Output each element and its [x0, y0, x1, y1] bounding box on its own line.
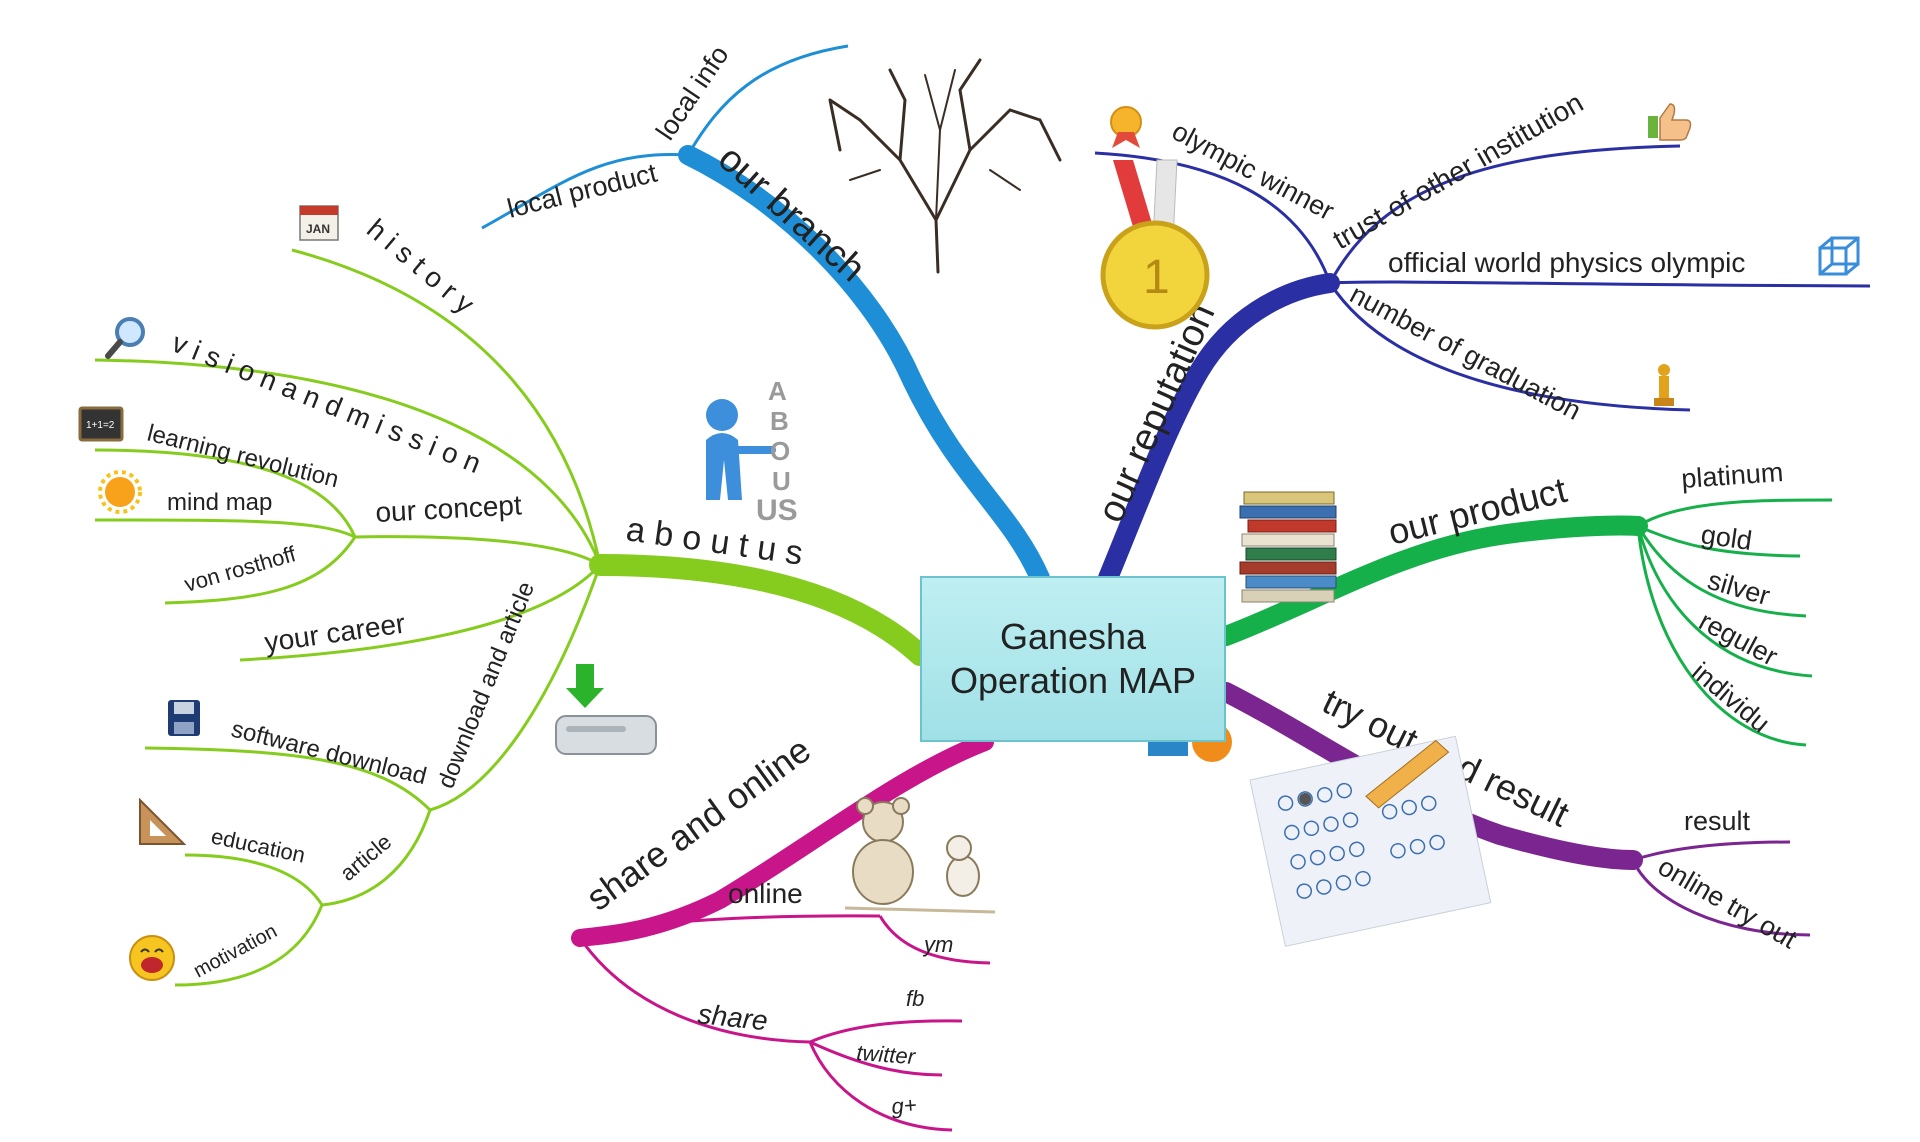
online-try-out-line — [1631, 859, 1811, 937]
our-product-lines — [1216, 498, 1833, 747]
trophy-icon — [1654, 364, 1674, 406]
result-line — [1632, 840, 1791, 862]
trust-line — [1328, 144, 1681, 284]
education-line — [184, 853, 324, 906]
svg-text:1: 1 — [1143, 251, 1170, 304]
our-reputation-label: our reputation — [1090, 297, 1224, 528]
download-drive-icon — [555, 664, 657, 755]
book-stack-icon — [1239, 491, 1337, 603]
ym-label: ym — [922, 932, 953, 957]
article-line — [321, 809, 432, 907]
vision-line — [94, 358, 602, 566]
gold-line — [1637, 524, 1801, 558]
software-line — [144, 746, 432, 812]
teddy-bear-and-dog-icon — [844, 797, 996, 914]
sun-icon — [98, 470, 142, 514]
gold-label: gold — [1699, 519, 1754, 556]
fb-label: fb — [906, 986, 924, 1011]
svg-text:A: A — [768, 376, 787, 406]
share-online-main-line[interactable] — [571, 733, 994, 947]
floppy-disk-icon — [168, 700, 200, 736]
magnifier-icon — [105, 317, 145, 359]
tree-icon — [828, 58, 1062, 274]
our-product-main-line[interactable] — [1216, 515, 1648, 646]
result-label: result — [1684, 806, 1751, 836]
download-line — [429, 564, 602, 812]
local-info-line — [686, 44, 849, 156]
our-reputation-main-line[interactable] — [1098, 273, 1340, 588]
about-us-figure-icon: A B O U US — [706, 376, 798, 527]
motivation-label: motivation — [190, 920, 281, 982]
award-ribbon-icon — [1110, 106, 1142, 148]
our-concept-label: our concept — [375, 489, 523, 528]
gplus-label: g+ — [891, 1092, 918, 1119]
rosthoff-line — [164, 536, 357, 605]
platinum-label: platinum — [1680, 457, 1784, 494]
career-line — [239, 563, 602, 662]
fb-line — [809, 1019, 963, 1044]
answer-sheet-icon — [1249, 735, 1492, 947]
local-product-label: local product — [504, 158, 660, 224]
education-label: education — [209, 823, 308, 867]
twitter-label: twitter — [856, 1040, 918, 1069]
our-branch-lines — [481, 44, 1050, 588]
graduation-label: number of graduation — [1345, 279, 1586, 426]
silver-line — [1636, 525, 1807, 618]
mindmap-line — [94, 518, 356, 539]
svg-text:1+1=2: 1+1=2 — [86, 420, 115, 431]
share-label: share — [696, 998, 769, 1036]
online-label: online — [728, 878, 803, 909]
svg-text:US: US — [756, 494, 798, 527]
individu-label: individu — [1686, 657, 1775, 739]
gold-medal-icon: 1 — [1100, 159, 1210, 330]
svg-text:U: U — [772, 466, 791, 496]
olympic-winner-line — [1094, 151, 1332, 284]
share-line — [578, 937, 811, 1044]
svg-text:JAN: JAN — [306, 222, 330, 236]
set-square-icon — [139, 797, 187, 845]
thumbs-up-icon — [1648, 103, 1692, 141]
trust-label: trust of other institution — [1328, 87, 1589, 255]
learning-revolution-label: learning revolution — [145, 420, 342, 494]
calendar-icon: JAN — [299, 205, 339, 241]
share-online-lines — [571, 733, 994, 1132]
our-branch-label: our branch — [710, 137, 873, 290]
about-us-lines — [94, 248, 931, 987]
platinum-line — [1637, 498, 1833, 528]
gplus-line — [808, 1041, 953, 1132]
online-line — [579, 914, 881, 940]
history-line — [291, 248, 602, 566]
individu-line — [1636, 525, 1807, 747]
graduation-line — [1328, 282, 1691, 412]
olympic-winner-label: olympic winner — [1167, 116, 1339, 226]
ym-line — [878, 915, 991, 965]
central-topic[interactable]: Ganesha Operation MAP — [920, 576, 1226, 742]
official-label: official world physics olympic — [1388, 247, 1745, 278]
reguler-line — [1636, 525, 1813, 678]
central-topic-line2: Operation MAP — [949, 660, 1197, 701]
mind-map-label: mind map — [167, 489, 272, 516]
our-reputation-lines — [1094, 144, 1871, 588]
learning-line — [94, 448, 357, 538]
our-branch-main-line-thin — [481, 153, 689, 230]
official-line — [1329, 280, 1871, 288]
chalkboard-icon: 1+1=2 — [78, 406, 124, 442]
svg-text:O: O — [770, 436, 790, 466]
our-branch-main-line[interactable] — [678, 145, 1050, 588]
svg-text:B: B — [770, 406, 789, 436]
concept-line — [354, 535, 601, 567]
twitter-line — [809, 1040, 943, 1077]
central-topic-line1: Ganesha — [999, 616, 1147, 657]
cube-frame-icon — [1818, 236, 1860, 276]
your-career-label: your career — [263, 608, 408, 658]
download-article-label: download and article — [433, 578, 541, 792]
about-us-main-line[interactable] — [589, 554, 931, 666]
motivation-line — [174, 904, 324, 987]
laughing-face-icon — [129, 935, 175, 981]
local-info-label: local info — [650, 40, 734, 145]
